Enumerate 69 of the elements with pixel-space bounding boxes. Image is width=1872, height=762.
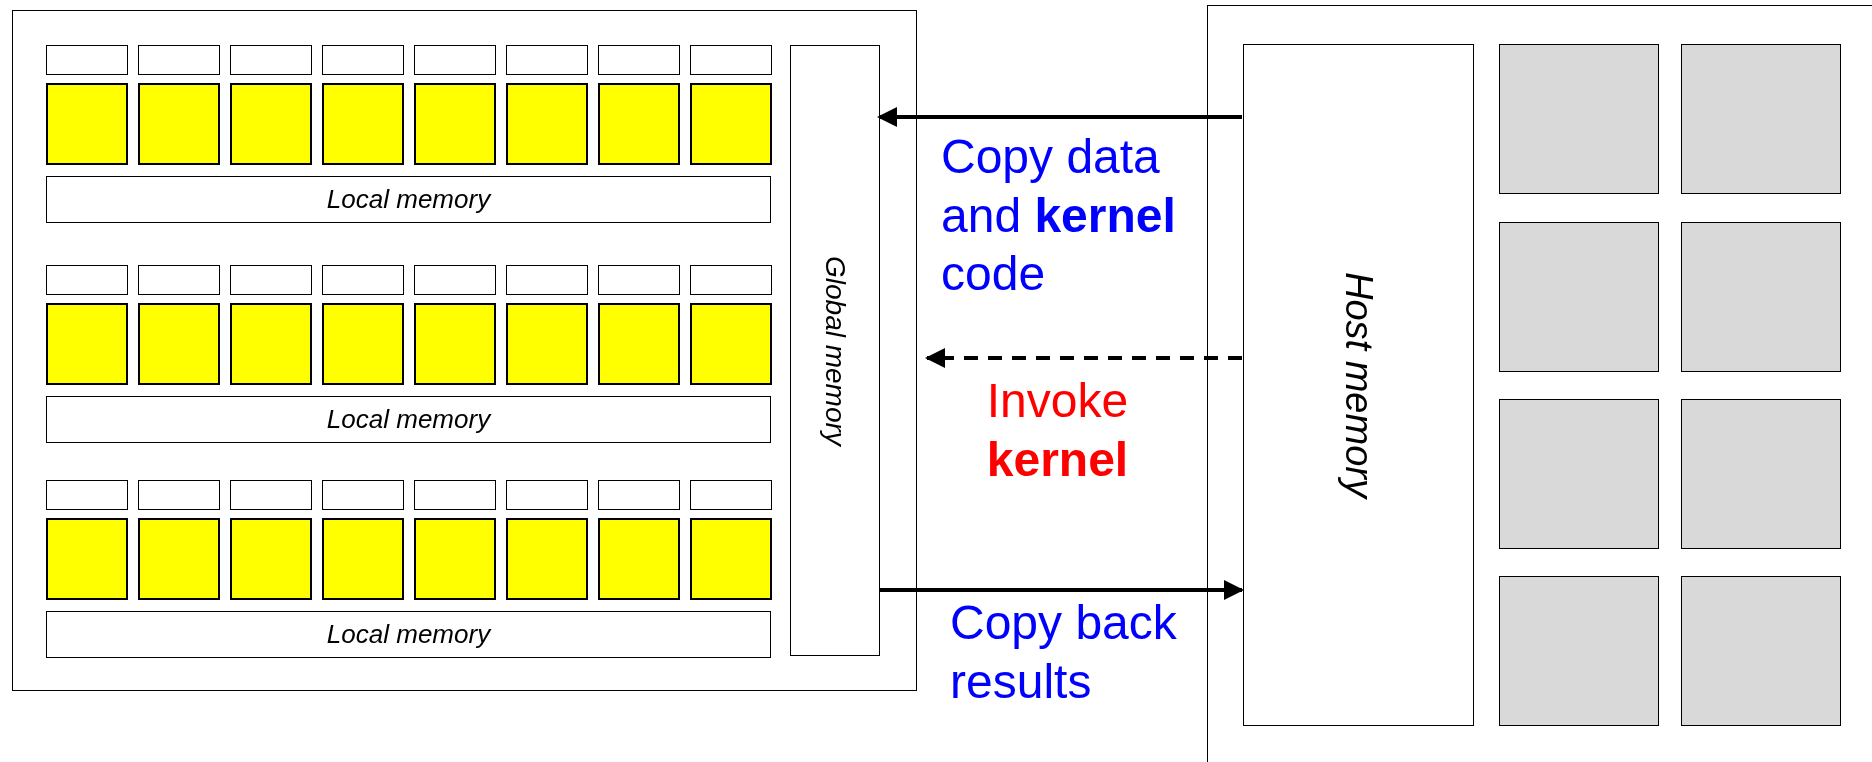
private-memory-box <box>322 45 404 75</box>
private-memory-box <box>414 265 496 295</box>
processing-element-box <box>598 518 680 600</box>
processing-element-box <box>230 303 312 385</box>
private-memory-box <box>414 45 496 75</box>
cpu-core-box <box>1499 44 1659 194</box>
cpu-core-box <box>1681 222 1841 372</box>
processing-element-box <box>506 83 588 165</box>
host-memory-bar: Host memory <box>1243 44 1474 726</box>
processing-element-box <box>414 303 496 385</box>
arrow <box>879 580 1244 600</box>
processing-element-box <box>690 83 772 165</box>
processing-element-box <box>690 518 772 600</box>
processing-element-box <box>138 303 220 385</box>
cpu-core-box <box>1499 399 1659 549</box>
local-memory-bar: Local memory <box>46 176 771 223</box>
processing-element-box <box>230 83 312 165</box>
private-memory-box <box>690 480 772 510</box>
private-memory-box <box>506 265 588 295</box>
cpu-core-box <box>1681 576 1841 726</box>
cpu-core-box <box>1681 44 1841 194</box>
edge-label: Invoke kernel <box>985 373 1130 488</box>
private-memory-box <box>46 45 128 75</box>
device-box <box>12 10 917 691</box>
processing-element-box <box>690 303 772 385</box>
processing-element-box <box>46 303 128 385</box>
private-memory-box <box>414 480 496 510</box>
private-memory-box <box>322 265 404 295</box>
local-memory-bar: Local memory <box>46 396 771 443</box>
cpu-core-box <box>1499 222 1659 372</box>
processing-element-box <box>414 518 496 600</box>
private-memory-box <box>230 480 312 510</box>
cpu-core-box <box>1681 399 1841 549</box>
local-memory-bar: Local memory <box>46 611 771 658</box>
processing-element-box <box>138 83 220 165</box>
private-memory-box <box>138 45 220 75</box>
private-memory-box <box>506 480 588 510</box>
private-memory-box <box>46 265 128 295</box>
private-memory-box <box>690 265 772 295</box>
processing-element-box <box>46 518 128 600</box>
processing-element-box <box>322 303 404 385</box>
private-memory-box <box>138 480 220 510</box>
private-memory-box <box>506 45 588 75</box>
dashed-arrow <box>925 348 1242 368</box>
processing-element-box <box>414 83 496 165</box>
processing-element-box <box>230 518 312 600</box>
private-memory-box <box>138 265 220 295</box>
private-memory-box <box>690 45 772 75</box>
edge-label: Copy back results <box>950 595 1178 710</box>
processing-element-box <box>322 83 404 165</box>
private-memory-box <box>230 265 312 295</box>
private-memory-box <box>598 265 680 295</box>
private-memory-box <box>598 480 680 510</box>
processing-element-box <box>598 303 680 385</box>
processing-element-box <box>138 518 220 600</box>
private-memory-box <box>46 480 128 510</box>
cpu-core-box <box>1499 576 1659 726</box>
private-memory-box <box>230 45 312 75</box>
private-memory-box <box>598 45 680 75</box>
global-memory-bar: Global memory <box>790 45 880 656</box>
host-box <box>1207 5 1872 762</box>
processing-element-box <box>506 303 588 385</box>
edge-label: Copy data and kernel code <box>941 129 1177 303</box>
arrow <box>877 107 1242 127</box>
processing-element-box <box>598 83 680 165</box>
private-memory-box <box>322 480 404 510</box>
processing-element-box <box>506 518 588 600</box>
processing-element-box <box>46 83 128 165</box>
processing-element-box <box>322 518 404 600</box>
